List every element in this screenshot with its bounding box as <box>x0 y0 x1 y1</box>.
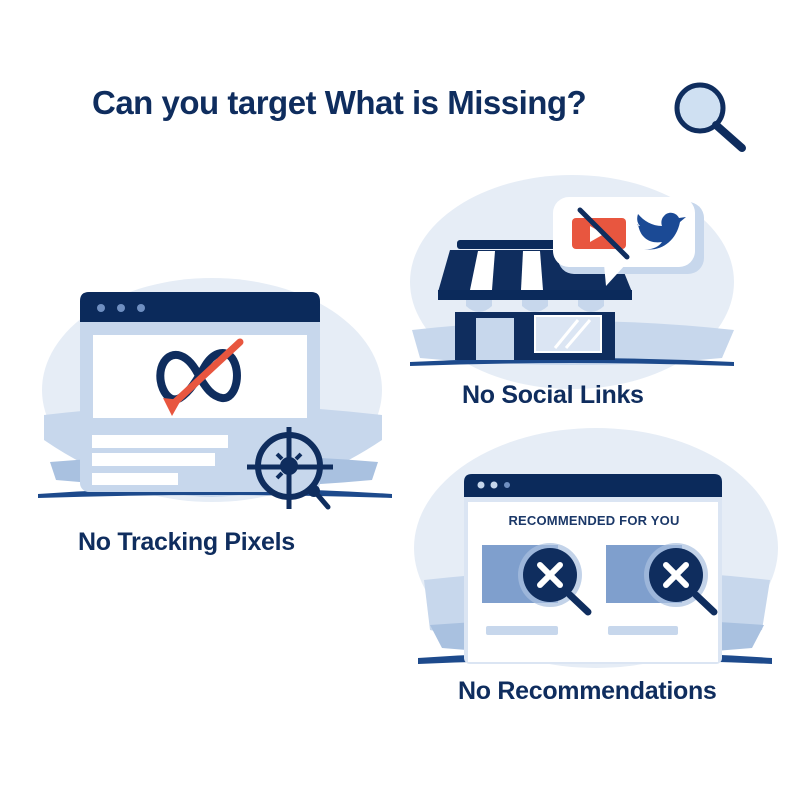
caption-recommendations: No Recommendations <box>458 677 717 705</box>
caption-social-links: No Social Links <box>462 381 644 409</box>
magnifier-x-icon <box>518 543 592 616</box>
background-blob <box>38 278 392 502</box>
storefront-icon <box>438 240 632 360</box>
browser-window-icon <box>464 474 722 664</box>
meta-infinity-logo-icon <box>156 348 241 404</box>
page-title: Can you target What is Missing? <box>92 84 587 121</box>
crosshair-target-icon <box>247 427 333 509</box>
twitter-bird-icon <box>637 212 686 250</box>
browser-window-icon <box>80 292 320 492</box>
magnifier-icon <box>308 485 331 510</box>
section-label-recommended: RECOMMENDED FOR YOU <box>508 513 680 528</box>
strike-slash-icon <box>577 207 630 260</box>
caption-tracking-pixels: No Tracking Pixels <box>78 528 295 556</box>
background-blob <box>410 175 734 389</box>
strike-slash-icon <box>163 338 244 416</box>
speech-bubble-icon <box>553 197 704 286</box>
youtube-play-icon <box>572 218 626 249</box>
magnifier-icon <box>674 82 746 152</box>
background-blob <box>414 428 778 668</box>
magnifier-x-icon <box>644 543 718 616</box>
